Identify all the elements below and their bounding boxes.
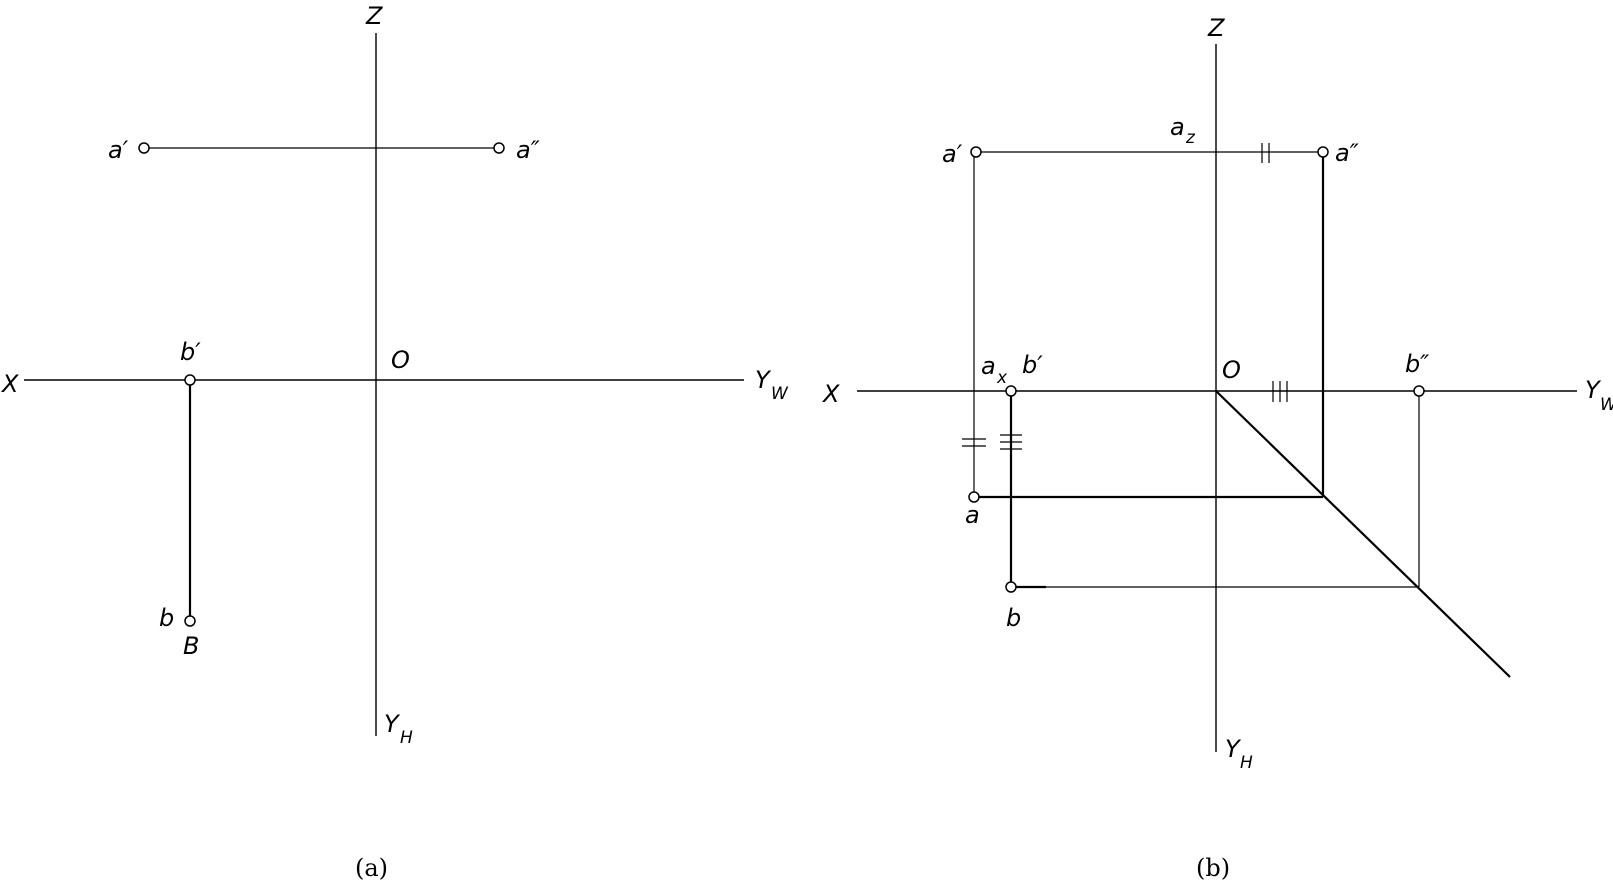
figure-a-label-a-side: a″: [516, 136, 540, 164]
figure-b-point-b-front: [1005, 385, 1017, 397]
figure-b-point-b-top: [1005, 581, 1017, 593]
figure-b-label-b-front: b′: [1022, 351, 1043, 379]
figure-a: Z X Y W Y H O a′ a″ b′ b B (a): [0, 2, 789, 882]
figure-a-label-x: X: [0, 370, 19, 398]
figure-a-label-yw: Y: [755, 366, 772, 394]
figure-b-point-a-top: [968, 491, 980, 503]
figure-b-label-z: Z: [1207, 14, 1225, 42]
figure-a-point-b-front: [184, 374, 196, 386]
figure-b-label-yw-sub: W: [1600, 395, 1613, 415]
figure-b-label-az-sub: z: [1185, 128, 1196, 148]
figure-a-point-a-front: [138, 142, 150, 154]
figure-b-tick-triple-yw: [1272, 381, 1288, 402]
figure-b-tick-triple-bx: [1000, 434, 1022, 450]
figure-a-label-yh-sub: H: [400, 728, 413, 748]
figure-b-point-a-front: [970, 146, 982, 158]
figure-b-label-a-side: a″: [1335, 139, 1359, 167]
figure-b-tick-double-ax: [962, 438, 986, 447]
figure-b-label-az: a: [1170, 113, 1185, 141]
figure-b-label-b-top: b: [1006, 604, 1021, 632]
figure-a-label-yh: Y: [384, 710, 401, 738]
figure-a-label-a-front: a′: [108, 136, 129, 164]
figure-b-label-a-top: a: [965, 501, 980, 529]
figure-a-label-z: Z: [365, 2, 383, 30]
figure-b-label-yw: Y: [1585, 376, 1602, 404]
figure-a-label-origin: O: [391, 346, 410, 374]
figure-a-label-yw-sub: W: [771, 384, 789, 404]
figure-b-caption: (b): [1196, 854, 1230, 882]
figure-a-point-b-top: [184, 615, 196, 627]
figure-b-label-yh: Y: [1225, 735, 1242, 763]
figure-b-tick-double-az: [1261, 143, 1270, 163]
figure-b-point-a-side: [1317, 146, 1329, 158]
figure-b-label-ax-sub: x: [996, 368, 1008, 388]
figure-b-point-b-side: [1413, 385, 1425, 397]
figure-b-label-x: X: [821, 380, 840, 408]
figure-a-caption: (a): [355, 854, 388, 882]
figure-a-point-a-side: [493, 142, 505, 154]
figure-b-45-degree-line: [1215, 390, 1511, 678]
figure-b-label-b-side: b″: [1405, 350, 1429, 378]
figure-b: Z X Y W Y H O a′ a″ a z a x b′ b″ a b (b…: [821, 14, 1613, 882]
figure-a-label-b-front: b′: [180, 338, 201, 366]
figure-b-label-origin: O: [1222, 356, 1241, 384]
figure-b-label-yh-sub: H: [1240, 753, 1253, 773]
figure-b-label-a-front: a′: [942, 140, 963, 168]
figure-a-label-B: B: [183, 632, 199, 660]
figure-b-label-ax: a: [981, 352, 996, 380]
figure-a-label-b-top: b: [159, 604, 174, 632]
